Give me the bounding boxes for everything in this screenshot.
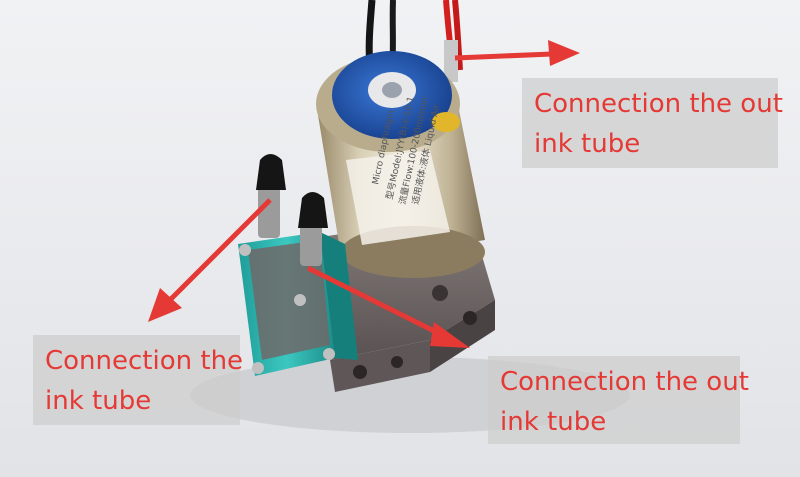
motor: Micro diaphragm 型号Model:JYY(B)-Y-10-1 流量… [316, 51, 485, 278]
annotation-bottom-right: Connection the out ink tube [488, 356, 749, 444]
annotation-arrows [148, 40, 580, 348]
pump-head [238, 230, 358, 376]
nozzles [256, 154, 328, 266]
annotation-top-right: Connection the out ink tube [522, 78, 783, 168]
annotation-left: Connection the ink tube [33, 335, 244, 425]
annotation-line: Connection the out [534, 89, 783, 119]
annotation-line: ink tube [534, 129, 641, 159]
annotation-line: Connection the [45, 346, 244, 376]
arrow-to-left-icon [148, 198, 272, 322]
annotation-line: Connection the out [500, 367, 749, 397]
annotation-line: ink tube [45, 386, 152, 416]
arrow-to-bottom-right-icon [306, 265, 470, 348]
arrow-to-top-right-icon [454, 40, 580, 66]
annotation-line: ink tube [500, 407, 607, 437]
